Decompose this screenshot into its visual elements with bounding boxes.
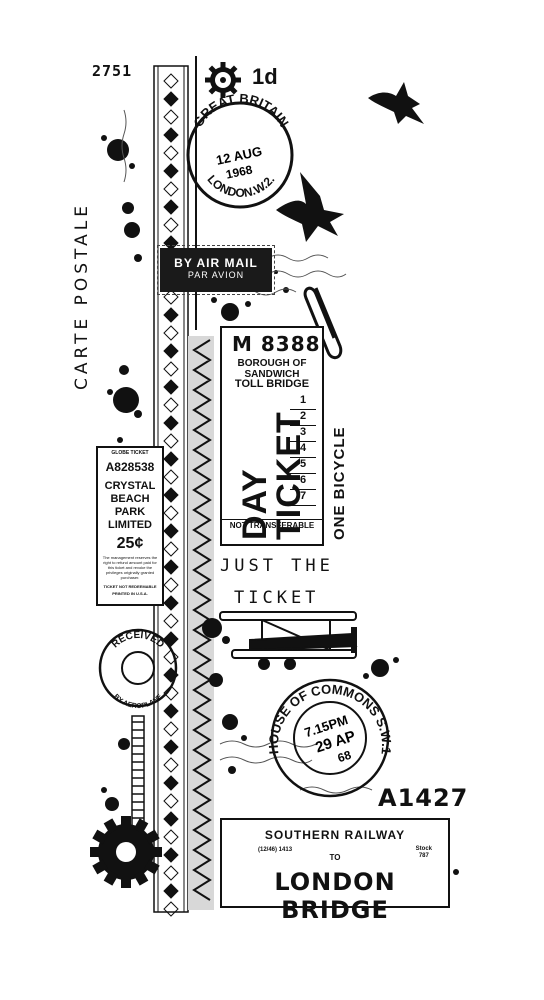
toll-bridge-ticket: M 8388 BOROUGH OF SANDWICH TOLL BRIDGE D…: [220, 326, 324, 546]
bird-icon: [368, 82, 424, 124]
just-the-text: JUST THE: [220, 556, 334, 576]
rail-stock: Stock 787: [416, 846, 432, 860]
rail-company: SOUTHERN RAILWAY: [264, 828, 406, 842]
air-mail-line1: BY AIR MAIL: [174, 256, 258, 270]
crystal-name-line: PARK: [114, 506, 146, 518]
rail-code: (12/46) 1413: [258, 847, 293, 853]
denomination-label: 1d: [252, 64, 278, 89]
crystal-serial: A828538: [105, 460, 155, 474]
rail-stock-number: 787: [418, 853, 429, 859]
commons-year: 68: [336, 748, 353, 766]
crystal-name-line: CRYSTAL: [104, 480, 156, 492]
rail-to: TO: [329, 853, 341, 862]
serial-number-bottom: A1427: [378, 784, 469, 812]
air-mail-line2: PAR AVION: [187, 270, 245, 280]
toll-borough: BOROUGH OF SANDWICH: [237, 358, 307, 380]
toll-number: 6: [290, 474, 316, 490]
gb-arc-text: GREAT BRITAIN: [190, 91, 291, 130]
crystal-price: 25¢: [116, 535, 144, 552]
lace-pattern: [163, 73, 179, 917]
ink-splatters: [101, 135, 459, 887]
toll-bridge-name: TOLL BRIDGE: [234, 378, 310, 390]
toll-number: 3: [290, 426, 316, 442]
one-bicycle-label: ONE BICYCLE: [331, 426, 348, 540]
received-stamp: [98, 628, 178, 708]
great-britain-postmark: [186, 101, 294, 209]
crystal-not-redeemable: TICKET NOT REDEEMABLE: [103, 584, 157, 589]
toll-number: 5: [290, 458, 316, 474]
gb-date-line2: 1968: [225, 162, 254, 181]
crystal-printed: PRINTED IN U.S.A.: [112, 591, 148, 596]
commons-postmark: [270, 678, 390, 798]
received-top-text: RECEIVED: [110, 630, 166, 650]
crystal-name-line: LIMITED: [108, 519, 152, 531]
toll-number: 1: [290, 394, 316, 410]
air-mail-label: BY AIR MAIL PAR AVION: [157, 245, 275, 295]
large-gear-icon: [90, 816, 162, 888]
biplane-icon: [219, 611, 358, 670]
small-gear-icon: [205, 62, 241, 98]
rail-stock-label: Stock: [415, 846, 432, 852]
crystal-header: GLOBE TICKET: [111, 450, 149, 456]
southern-railway-ticket: SOUTHERN RAILWAY (12/46) 1413 TO Stock 7…: [220, 818, 450, 924]
ticket-text: TICKET: [234, 588, 320, 608]
toll-number: 7: [290, 490, 316, 506]
toll-number: 4: [290, 442, 316, 458]
bird-icon: [276, 172, 344, 242]
paper-clip-icon: [303, 286, 343, 360]
ladder-rungs: [132, 721, 144, 819]
toll-number: 2: [290, 410, 316, 426]
crystal-fine-print: The management reserves the right to ref…: [102, 555, 158, 580]
toll-footer: NOT TRANSFERABLE: [222, 519, 322, 530]
toll-serial: M 8388: [232, 332, 321, 356]
crystal-name-line: BEACH: [110, 493, 150, 505]
rail-destination: LONDON BRIDGE: [274, 868, 396, 924]
carte-postale-label: CARTE POSTALE: [72, 202, 92, 390]
serial-number-top: 2751: [92, 62, 133, 80]
received-bottom-text: BY AEROPLANE: [112, 693, 164, 710]
